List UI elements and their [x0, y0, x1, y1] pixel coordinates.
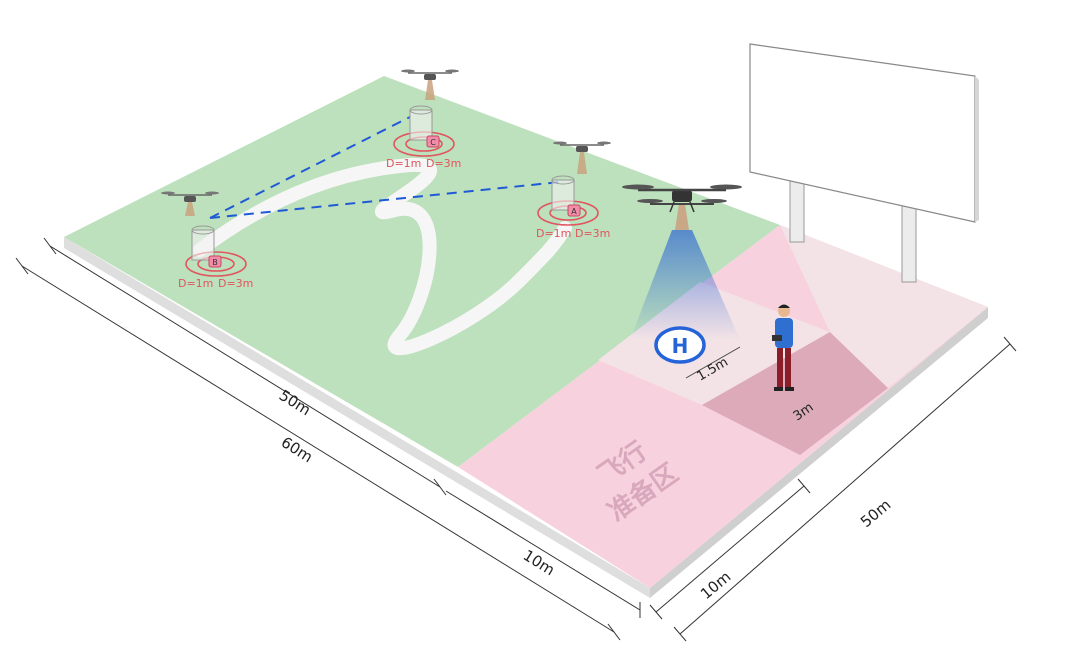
- marker-b-inner-label: D=1m: [178, 277, 213, 290]
- helipad-dimension-line: [685, 346, 741, 379]
- marker-b-letter: B: [212, 258, 218, 267]
- pilot-area: [702, 332, 888, 455]
- marker-c-inner-label: D=1m: [386, 157, 421, 170]
- helipad-icon: H: [654, 326, 706, 364]
- billboard-icon: [749, 43, 979, 283]
- dim-label-50m-right: 50m: [857, 496, 894, 531]
- helipad-letter: H: [672, 334, 689, 358]
- platform-side-left: [64, 237, 650, 598]
- drone-icon: [161, 191, 219, 216]
- flight-track: [193, 157, 572, 356]
- drone-icon: [622, 184, 742, 230]
- marker-b-outer-label: D=3m: [218, 277, 253, 290]
- platform-side-right: [650, 307, 988, 598]
- drone-icon: [401, 69, 459, 100]
- marker-c-outer-label: D=3m: [426, 157, 461, 170]
- marker-a-letter: A: [571, 207, 577, 216]
- marker-a: A D=1m D=3m: [536, 175, 610, 240]
- downwash-beam: [630, 230, 740, 340]
- drone-icon: [553, 141, 611, 174]
- flight-route: [209, 116, 561, 219]
- dim-label-10m-bottom: 10m: [520, 546, 558, 579]
- marker-c: C D=1m D=3m: [386, 105, 461, 170]
- marker-a-inner-label: D=1m: [536, 227, 571, 240]
- marker-b: B D=1m D=3m: [178, 225, 253, 290]
- preparation-back-strip: [780, 225, 988, 388]
- pilot-icon: [772, 304, 794, 391]
- dim-label-60m: 60m: [278, 433, 316, 466]
- marker-c-letter: C: [430, 138, 436, 147]
- landing-area: [598, 282, 830, 405]
- marker-a-outer-label: D=3m: [575, 227, 610, 240]
- dimension-lines: [15, 237, 1017, 642]
